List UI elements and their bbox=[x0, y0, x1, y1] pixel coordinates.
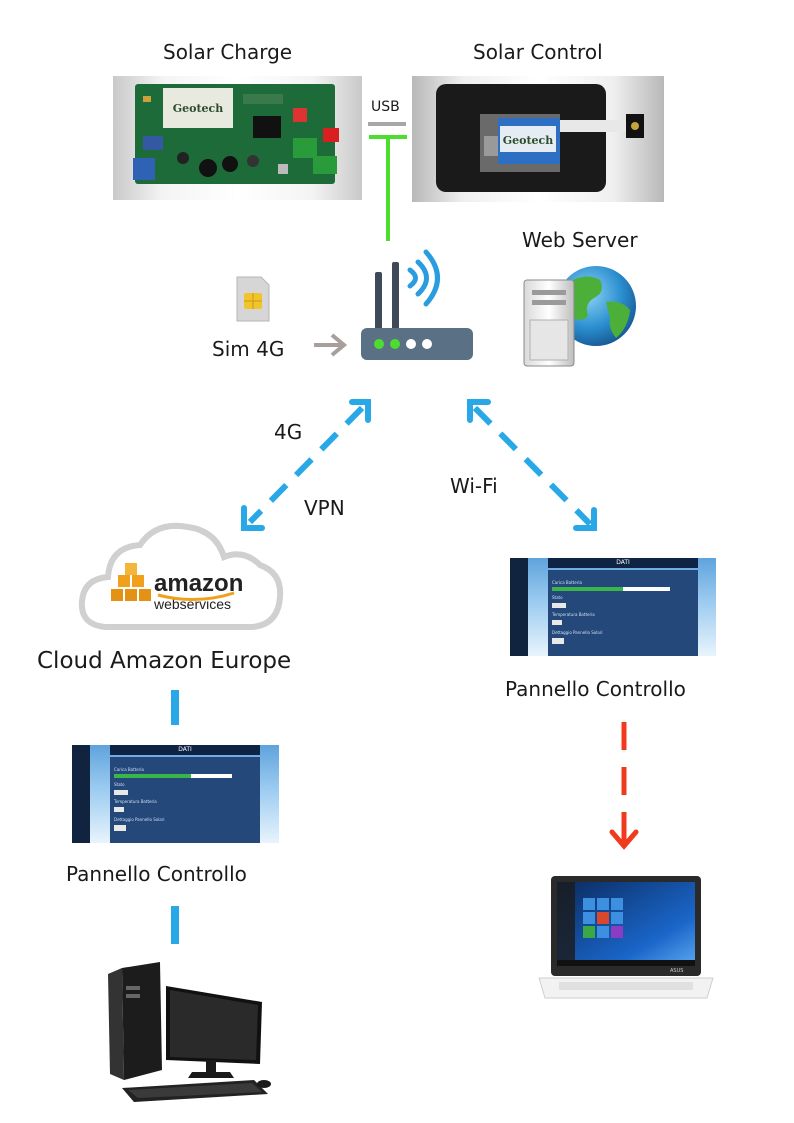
battery-bar-left bbox=[114, 774, 191, 778]
web-server-label: Web Server bbox=[522, 228, 638, 252]
aws-cubes-icon bbox=[111, 563, 151, 601]
panel-header-left: DATI bbox=[110, 745, 260, 755]
usb-link-line bbox=[369, 135, 407, 241]
aws-logo-text: amazon bbox=[154, 570, 243, 597]
solar-charge-board-image: Geotech bbox=[113, 76, 362, 200]
aws-cloud-icon: amazon webservices bbox=[78, 522, 284, 630]
dashboard-screenshot-left: DATI Carica Batteria Stato Temperatura B… bbox=[72, 745, 279, 843]
panel-header-right: DATI bbox=[548, 558, 698, 568]
panel-left-label: Pannello Controllo bbox=[66, 862, 247, 886]
desktop-pc-icon bbox=[108, 962, 271, 1102]
router-icon bbox=[361, 249, 473, 360]
dashboard-screenshot-right: DATI Carica Batteria Stato Temperatura B… bbox=[510, 558, 716, 656]
usb-label: USB bbox=[371, 99, 400, 115]
laptop-brand: ASUS bbox=[670, 968, 683, 974]
vpn-label: VPN bbox=[304, 496, 345, 520]
sim-card-icon bbox=[236, 276, 270, 322]
solar-charge-label: Solar Charge bbox=[163, 40, 293, 64]
solar-control-board-image: Geotech bbox=[412, 76, 664, 202]
sim-arrow bbox=[314, 333, 348, 357]
wifi-label: Wi-Fi bbox=[450, 474, 498, 498]
solar-charge-brand: Geotech bbox=[173, 102, 224, 115]
wifi-link-arrow bbox=[467, 399, 597, 531]
web-server-icon bbox=[523, 266, 636, 367]
solar-control-label: Solar Control bbox=[473, 40, 603, 64]
vpn-link-arrow bbox=[241, 399, 371, 531]
solar-control-brand: Geotech bbox=[503, 134, 554, 147]
sim-label: Sim 4G bbox=[212, 337, 285, 361]
laptop-link-arrow bbox=[609, 722, 639, 850]
cloud-label: Cloud Amazon Europe bbox=[37, 648, 292, 674]
cellular-label: 4G bbox=[274, 420, 303, 444]
battery-bar-right bbox=[552, 587, 623, 591]
aws-logo-subtext: webservices bbox=[153, 596, 231, 612]
panel-right-label: Pannello Controllo bbox=[505, 677, 686, 701]
usb-connector bbox=[368, 122, 406, 126]
laptop-icon: ASUS bbox=[538, 876, 714, 999]
